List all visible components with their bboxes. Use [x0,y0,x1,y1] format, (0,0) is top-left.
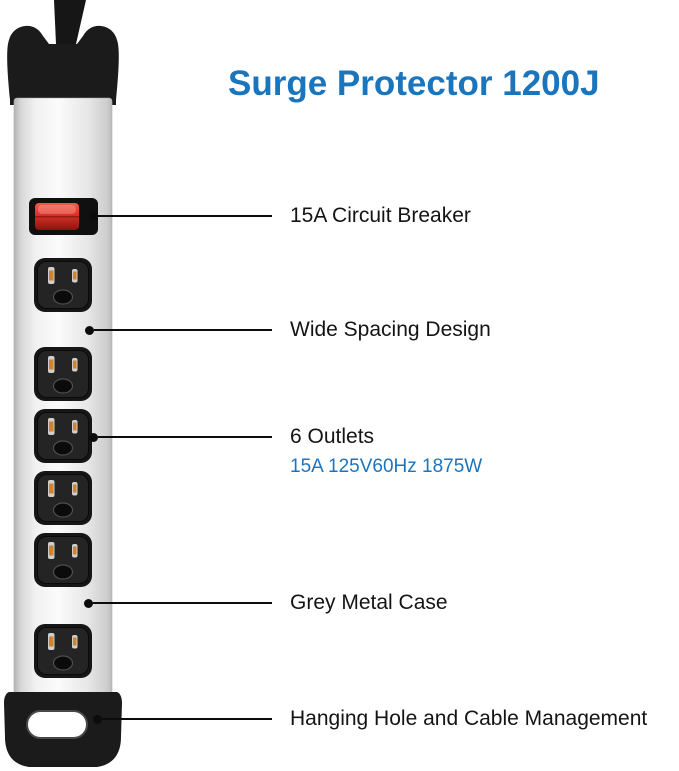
outlet-2 [33,346,93,402]
callout-hanging-hole: Hanging Hole and Cable Management [93,706,647,732]
callout-metal-case: Grey Metal Case [84,590,448,616]
callout-dot [93,714,102,724]
callout-dot [89,211,98,221]
callout-label-outlets: 6 Outlets [290,425,375,448]
callout-line [102,718,272,720]
outlet-4 [33,470,93,526]
outlet-3 [33,408,93,464]
callout-line [98,436,272,438]
callout-dot [89,432,98,442]
power-strip-illustration [4,0,122,767]
top-end-cap [7,25,119,105]
outlet-1 [33,257,93,313]
callout-circuit-breaker: 15A Circuit Breaker [89,203,471,229]
callout-line [98,215,272,217]
callout-line [94,329,272,331]
outlet-spec-label: 15A 125V60Hz 1875W [290,456,483,477]
circuit-breaker-switch [29,198,98,235]
power-cord [54,0,86,44]
callout-label-wide-spacing: Wide Spacing Design [290,318,491,341]
callout-label-hanging-hole: Hanging Hole and Cable Management [290,707,648,730]
callout-dot [85,325,94,335]
callout-dot [84,598,93,608]
callout-label-circuit-breaker: 15A Circuit Breaker [290,204,471,227]
callout-line [93,602,272,604]
hanging-hole [26,710,88,739]
callout-outlets: 6 Outlets [89,424,374,450]
outlet-6 [33,623,93,679]
callout-label-metal-case: Grey Metal Case [290,591,448,614]
product-title: Surge Protector 1200J [228,64,600,103]
callout-wide-spacing: Wide Spacing Design [85,317,491,343]
outlet-5 [33,532,93,588]
